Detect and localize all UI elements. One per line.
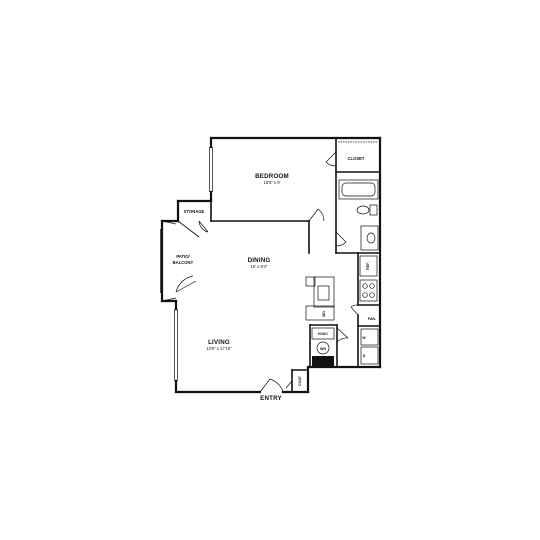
dining-dimensions: 10' x 8'4" [251, 264, 268, 269]
microwave-label: MO [322, 311, 326, 317]
storage-label: STORAGE [184, 209, 205, 214]
interior-walls [210, 137, 381, 393]
patio-label-line2: BALCONY [173, 260, 194, 265]
doors [175, 151, 359, 393]
exterior-walls [160, 136, 382, 394]
living-label: LIVING [208, 339, 230, 346]
hvac-label: HVAC [318, 332, 328, 336]
mechanical-block [312, 356, 334, 366]
pantry-label: PAN. [368, 317, 376, 321]
patio-edges [161, 220, 200, 302]
fixtures [305, 141, 379, 365]
coat-label: COAT [298, 375, 302, 386]
refrigerator-label: REF. [366, 262, 370, 270]
patio-label-line1: PATIO/ [176, 254, 190, 259]
dining-label: DINING [248, 257, 271, 264]
dryer-label: D [363, 354, 366, 358]
windows [160, 147, 213, 381]
washer-label: W [362, 336, 366, 340]
bedroom-label: BEDROOM [255, 173, 289, 180]
entry-label: ENTRY [260, 395, 282, 402]
water-heater-label: WH [320, 347, 326, 351]
closet-label: CLOSET [348, 156, 365, 161]
bedroom-dimensions: 16'5" x 9' [264, 180, 281, 185]
living-dimensions: 13'6" x 17'10" [206, 346, 232, 351]
